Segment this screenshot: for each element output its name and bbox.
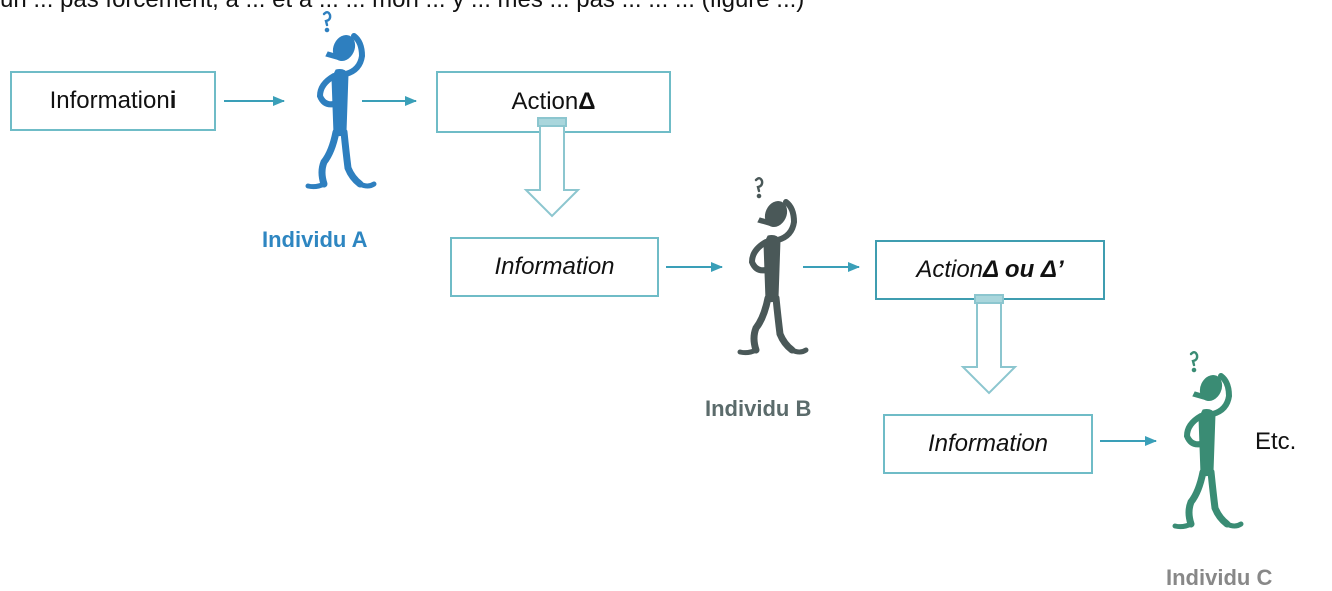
information-i-box: Information i bbox=[10, 71, 216, 131]
action-delta-or-delta-prime-box: Action Δ ou Δ’ bbox=[875, 240, 1105, 300]
individu-a-figure bbox=[308, 12, 374, 186]
block-arrow-2 bbox=[960, 294, 1018, 395]
information-i-label: Information bbox=[49, 87, 170, 114]
information-c-box: Information bbox=[883, 414, 1093, 474]
action-delta-label: Action bbox=[511, 88, 579, 115]
information-b-box: Information bbox=[450, 237, 659, 297]
action-delta-symbol: Δ bbox=[578, 88, 596, 115]
action-b-label: Action bbox=[916, 256, 984, 283]
cropped-top-text: un ... pas forcément, à ... et à ... ...… bbox=[0, 0, 1332, 14]
information-i-symbol: i bbox=[169, 87, 177, 114]
individu-b-figure bbox=[740, 178, 806, 352]
action-b-symbol: Δ ou Δ’ bbox=[983, 256, 1064, 283]
information-c-label: Information bbox=[927, 430, 1049, 457]
individu-a-label: Individu A bbox=[262, 227, 368, 252]
individu-b-label: Individu B bbox=[705, 396, 812, 421]
individu-c-figure bbox=[1175, 352, 1241, 526]
etc-text: Etc. bbox=[1255, 428, 1297, 455]
individu-c-label: Individu C bbox=[1166, 565, 1273, 590]
information-b-label: Information bbox=[494, 253, 615, 280]
block-arrow-1 bbox=[523, 117, 581, 218]
